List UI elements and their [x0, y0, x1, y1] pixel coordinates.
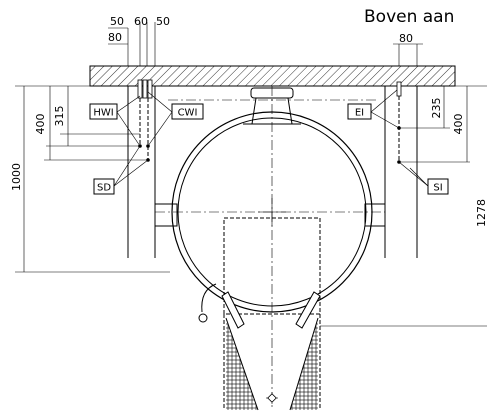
- tag-sd-label: SD: [97, 183, 111, 194]
- tag-si: SI: [427, 178, 449, 195]
- right-support-column: [364, 86, 418, 258]
- ceiling-slab: [89, 65, 456, 87]
- dim-400-right: 400: [452, 114, 465, 135]
- right-dimension-lines: [399, 85, 487, 163]
- tag-si-label: SI: [433, 183, 442, 194]
- dim-80-right: 80: [399, 32, 413, 45]
- dim-50-left: 50: [110, 15, 124, 28]
- tag-sd: SD: [93, 178, 115, 195]
- inner-hopper: [223, 217, 321, 410]
- dim-1278: 1278: [475, 199, 487, 227]
- left-pipe-fittings: [137, 79, 153, 162]
- left-support-column: [127, 86, 178, 258]
- discharge-right: [289, 317, 319, 411]
- left-dimension-lines: [15, 85, 170, 273]
- tag-cwi: CWI: [171, 103, 204, 120]
- top-reference-lines: [108, 22, 423, 66]
- tank-centerlines: [155, 86, 385, 410]
- dim-60: 60: [134, 15, 148, 28]
- dim-315: 315: [53, 106, 66, 127]
- bottom-center-marker: [266, 392, 278, 404]
- dim-400-left: 400: [34, 114, 47, 135]
- dim-235: 235: [430, 98, 443, 119]
- dim-1000: 1000: [10, 163, 23, 191]
- tag-ei: EI: [347, 103, 372, 120]
- tag-hwi: HWI: [89, 103, 118, 120]
- tag-ei-label: EI: [355, 108, 364, 119]
- discharge-left: [225, 317, 259, 411]
- tag-hwi-label: HWI: [93, 108, 113, 119]
- dim-80-left: 80: [108, 31, 122, 44]
- bottom-lips: [221, 291, 487, 329]
- title-text: Boven aan: [364, 7, 454, 27]
- tag-leaders: [113, 89, 429, 187]
- tag-cwi-label: CWI: [178, 108, 198, 119]
- dim-50-right: 50: [156, 15, 170, 28]
- drain-valve: [198, 283, 217, 323]
- right-pipe-fittings: [396, 81, 402, 164]
